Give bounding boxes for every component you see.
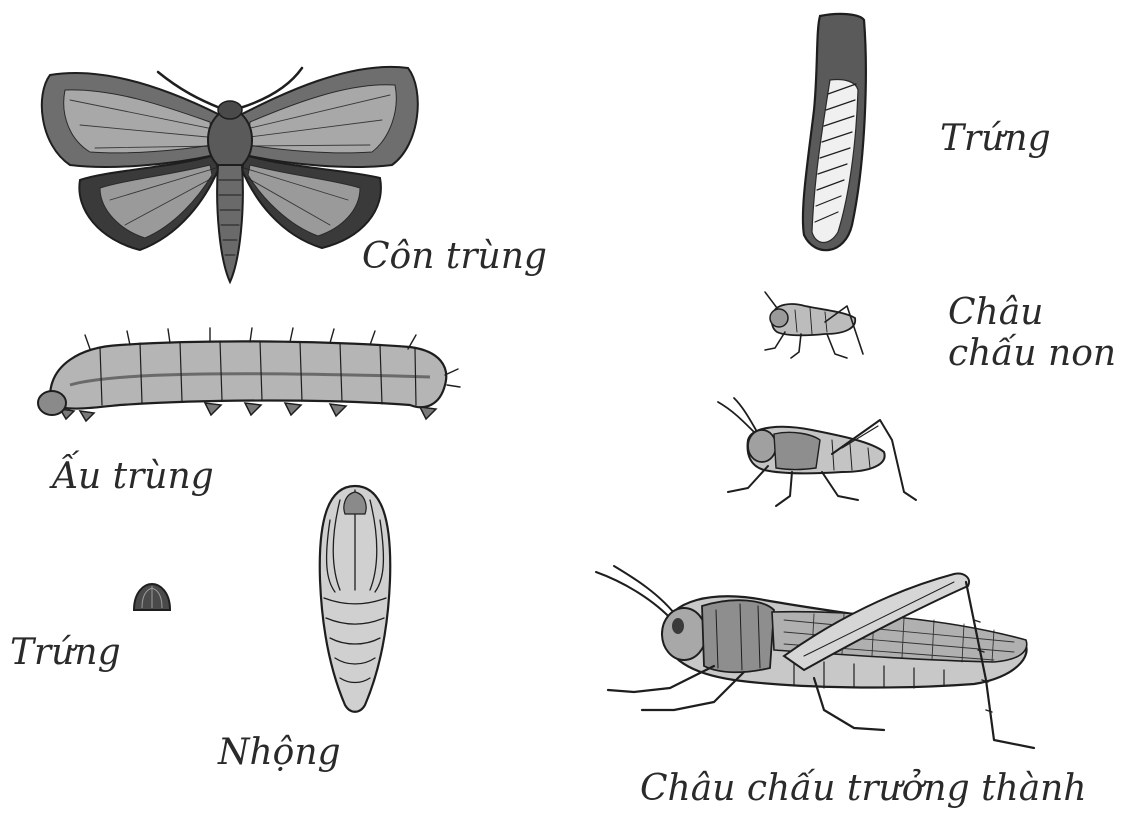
- grasshopper-nymph-large-illustration: [712, 396, 922, 516]
- grasshopper-nymph-small-illustration: [755, 288, 865, 368]
- moth-larva-illustration: [30, 325, 460, 425]
- label-moth-adult: Côn trùng: [362, 236, 547, 277]
- moth-pupa-illustration: [300, 480, 410, 720]
- label-grasshopper-nymph-line1: Châu: [948, 292, 1116, 333]
- label-moth-larva: Ấu trùng: [52, 456, 214, 497]
- label-grasshopper-nymph: Châu chấu non: [948, 292, 1116, 375]
- label-moth-pupa: Nhộng: [218, 732, 341, 773]
- moth-egg-illustration: [130, 580, 174, 614]
- label-grasshopper-egg: Trứng: [940, 118, 1051, 159]
- label-moth-egg: Trứng: [10, 632, 121, 673]
- grasshopper-egg-illustration: [790, 10, 880, 260]
- grasshopper-adult-illustration: [594, 560, 1064, 760]
- label-grasshopper-adult: Châu chấu trưởng thành: [640, 768, 1087, 809]
- label-grasshopper-nymph-line2: chấu non: [948, 333, 1116, 374]
